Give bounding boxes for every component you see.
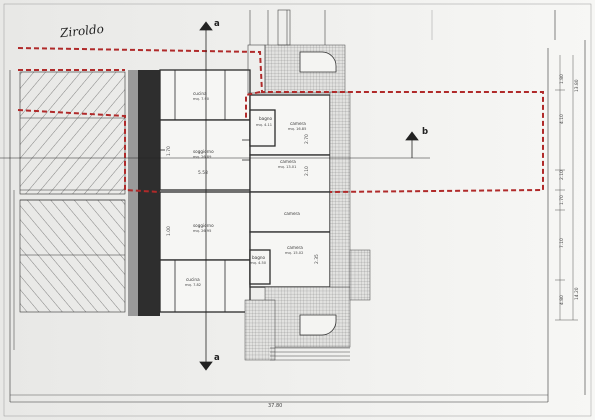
- room-area-soggiorno-top: mq. 26.89: [193, 155, 212, 159]
- room-area-camera-1: mq. 16.85: [288, 127, 307, 131]
- room-name-soggiorno-top: soggiorno: [193, 149, 214, 154]
- room-name-camera-4: camera: [287, 245, 303, 250]
- dimension-overall-bottom: 37.80: [268, 403, 283, 409]
- room-area-camera-4: mq. 15.02: [285, 251, 304, 255]
- dimension-right-part-7: 14.20: [575, 287, 580, 300]
- room-area-bagno-bottom: mq. 4.50: [250, 261, 267, 265]
- dimension-inner-3: 2.70: [305, 134, 310, 144]
- building-walls: [159, 69, 331, 313]
- hatched-area-left: [13, 71, 126, 350]
- dimension-right-total: 13.80: [575, 79, 580, 92]
- room-area-cucina-top: mq. 7.90: [193, 97, 210, 101]
- room-name-bagno-top: bagno: [259, 116, 273, 121]
- dimension-right-part-5: 7.10: [560, 238, 565, 248]
- room-name-soggiorno-bottom: soggiorno: [193, 223, 214, 228]
- dimension-right-part-1: 1.80: [560, 74, 565, 84]
- frame-lines: [9, 10, 586, 403]
- room-area-cucina-bottom: mq. 7.82: [185, 283, 202, 287]
- dimension-inner-1: 1.70: [167, 146, 172, 156]
- section-label-bottom: a: [214, 353, 220, 363]
- section-label-right: b: [422, 127, 429, 137]
- section-label-top: a: [214, 19, 220, 29]
- dimension-lines: [10, 55, 578, 396]
- dimension-inner-4: 1.00: [167, 226, 172, 236]
- dimension-inner-6: 2.35: [315, 254, 320, 264]
- room-name-bagno-bottom: bagno: [252, 255, 266, 260]
- dimension-right-part-3: 2.10: [560, 170, 565, 180]
- property-boundary: [17, 47, 544, 193]
- section-markers: [0, 21, 430, 371]
- room-name-camera-2: camera: [280, 159, 296, 164]
- room-name-cucina-bottom: cucina: [186, 277, 200, 282]
- room-area-soggiorno-bottom: mq. 26.95: [193, 229, 212, 233]
- dimension-right-part-4: 1.70: [560, 195, 565, 205]
- room-name-camera-1: camera: [290, 121, 306, 126]
- room-area-camera-2: mq. 13.01: [278, 165, 297, 169]
- dark-wall-strip: [138, 70, 160, 316]
- dimension-right-part-6: 4.80: [560, 295, 565, 305]
- room-name-camera-3: camera: [284, 211, 300, 216]
- dimension-inner-2: 5.58: [198, 171, 208, 176]
- room-area-bagno-top: mq. 4.11: [256, 123, 273, 127]
- dimension-right-part-2: 4.10: [560, 114, 565, 124]
- dimension-inner-5: 2.10: [305, 166, 310, 176]
- room-name-cucina-top: cucina: [193, 91, 207, 96]
